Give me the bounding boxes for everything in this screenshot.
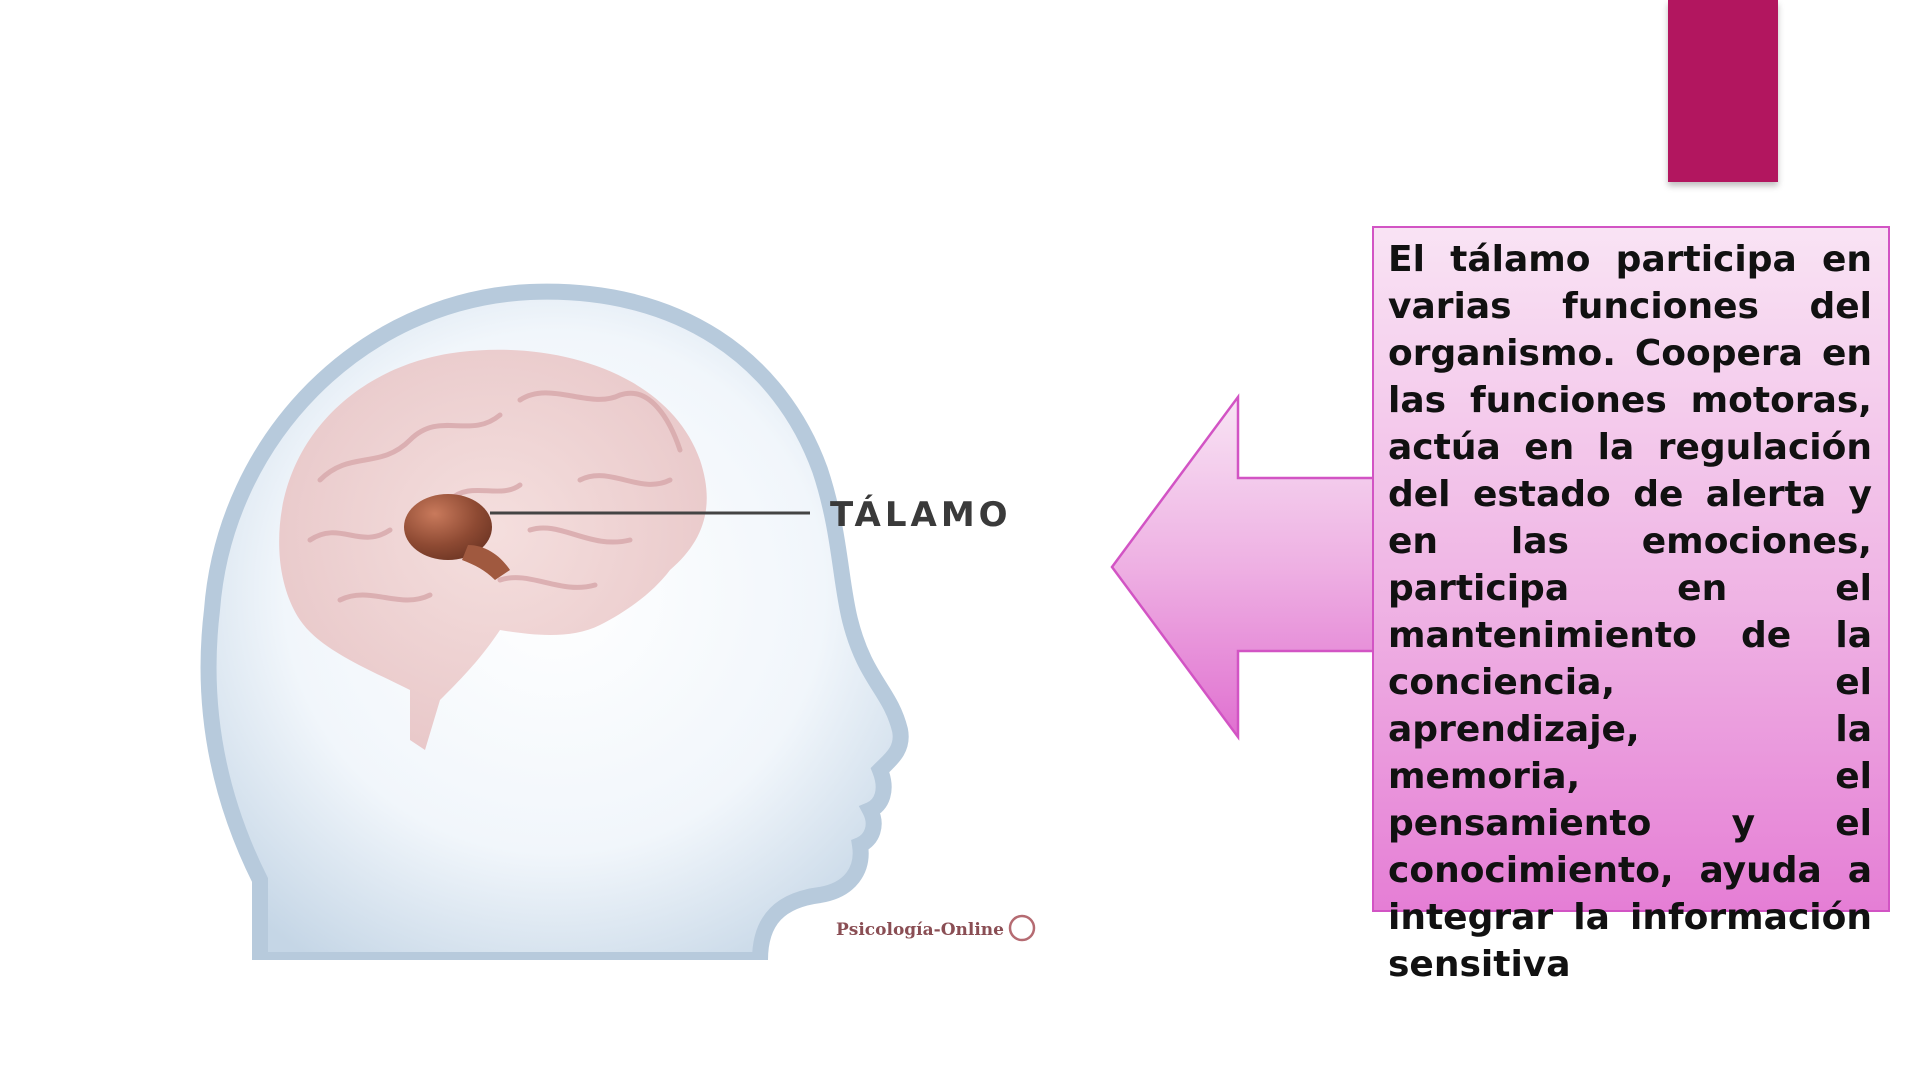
left-arrow-shape — [1110, 393, 1380, 745]
accent-bar — [1668, 0, 1778, 182]
description-box: El tálamo participa en varias funciones … — [1372, 226, 1890, 985]
brain-illustration: TÁLAMO Psicología-Online — [200, 280, 1060, 960]
brain-shape — [279, 349, 707, 750]
head-brain-figure: TÁLAMO Psicología-Online — [200, 283, 1036, 960]
image-credit: Psicología-Online — [836, 920, 1004, 940]
credit-logo-icon — [1008, 914, 1036, 942]
thalamus-shape — [404, 494, 492, 560]
description-text: El tálamo participa en varias funciones … — [1388, 239, 1872, 985]
thalamus-label: TÁLAMO — [830, 494, 1012, 535]
thalamus-tail — [462, 545, 510, 580]
arrow-left-icon — [1110, 393, 1380, 741]
